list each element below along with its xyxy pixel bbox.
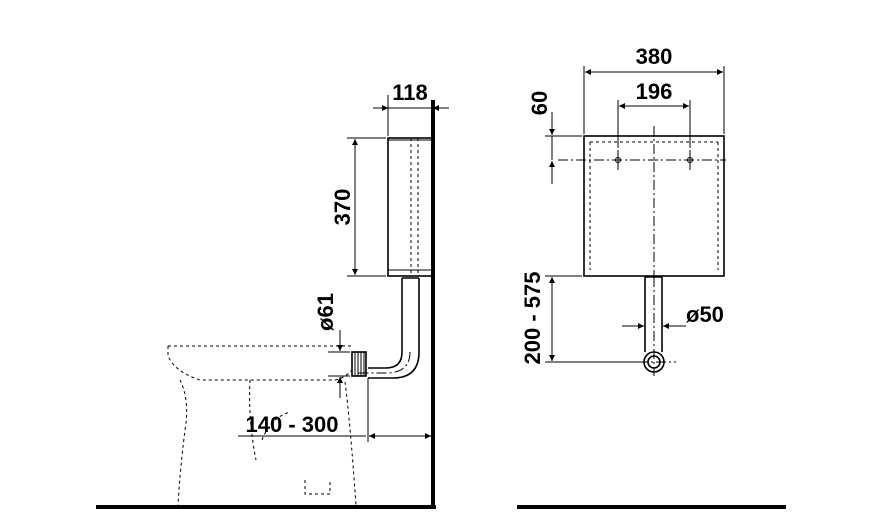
- dim-mount-spacing: 196: [617, 79, 691, 148]
- dim-pipe-diameter: ø61: [313, 293, 350, 398]
- side-flush-pipe: [351, 277, 420, 379]
- dim-height-range-label: 200 - 575: [520, 272, 545, 365]
- front-cistern: [558, 126, 726, 284]
- dim-pipe-diameter-label: ø61: [313, 293, 338, 331]
- side-view: 118 370 ø61 140 - 300: [96, 80, 449, 509]
- dim-outlet-diameter: ø50: [622, 302, 724, 329]
- dim-mount-offset: 60: [527, 91, 582, 184]
- dim-height-range: 200 - 575: [520, 272, 640, 365]
- side-toilet-outline: [167, 345, 357, 506]
- dim-tank-width-label: 380: [636, 44, 673, 69]
- dim-mount-spacing-label: 196: [636, 79, 673, 104]
- side-cistern: [387, 137, 433, 277]
- front-view: 380 196 60 200 - 575: [517, 44, 786, 509]
- front-outlet-pipe: [620, 276, 676, 376]
- dim-tank-height: 370: [330, 137, 386, 277]
- dim-tank-width: 380: [583, 44, 725, 134]
- dim-mount-offset-label: 60: [527, 91, 552, 115]
- dim-depth-label: 118: [392, 80, 428, 105]
- dim-tank-height-label: 370: [330, 189, 355, 226]
- dim-wall-distance-label: 140 - 300: [246, 412, 339, 437]
- dim-outlet-diameter-label: ø50: [686, 302, 724, 327]
- dim-depth: 118: [373, 80, 449, 136]
- dim-wall-distance: 140 - 300: [238, 378, 431, 442]
